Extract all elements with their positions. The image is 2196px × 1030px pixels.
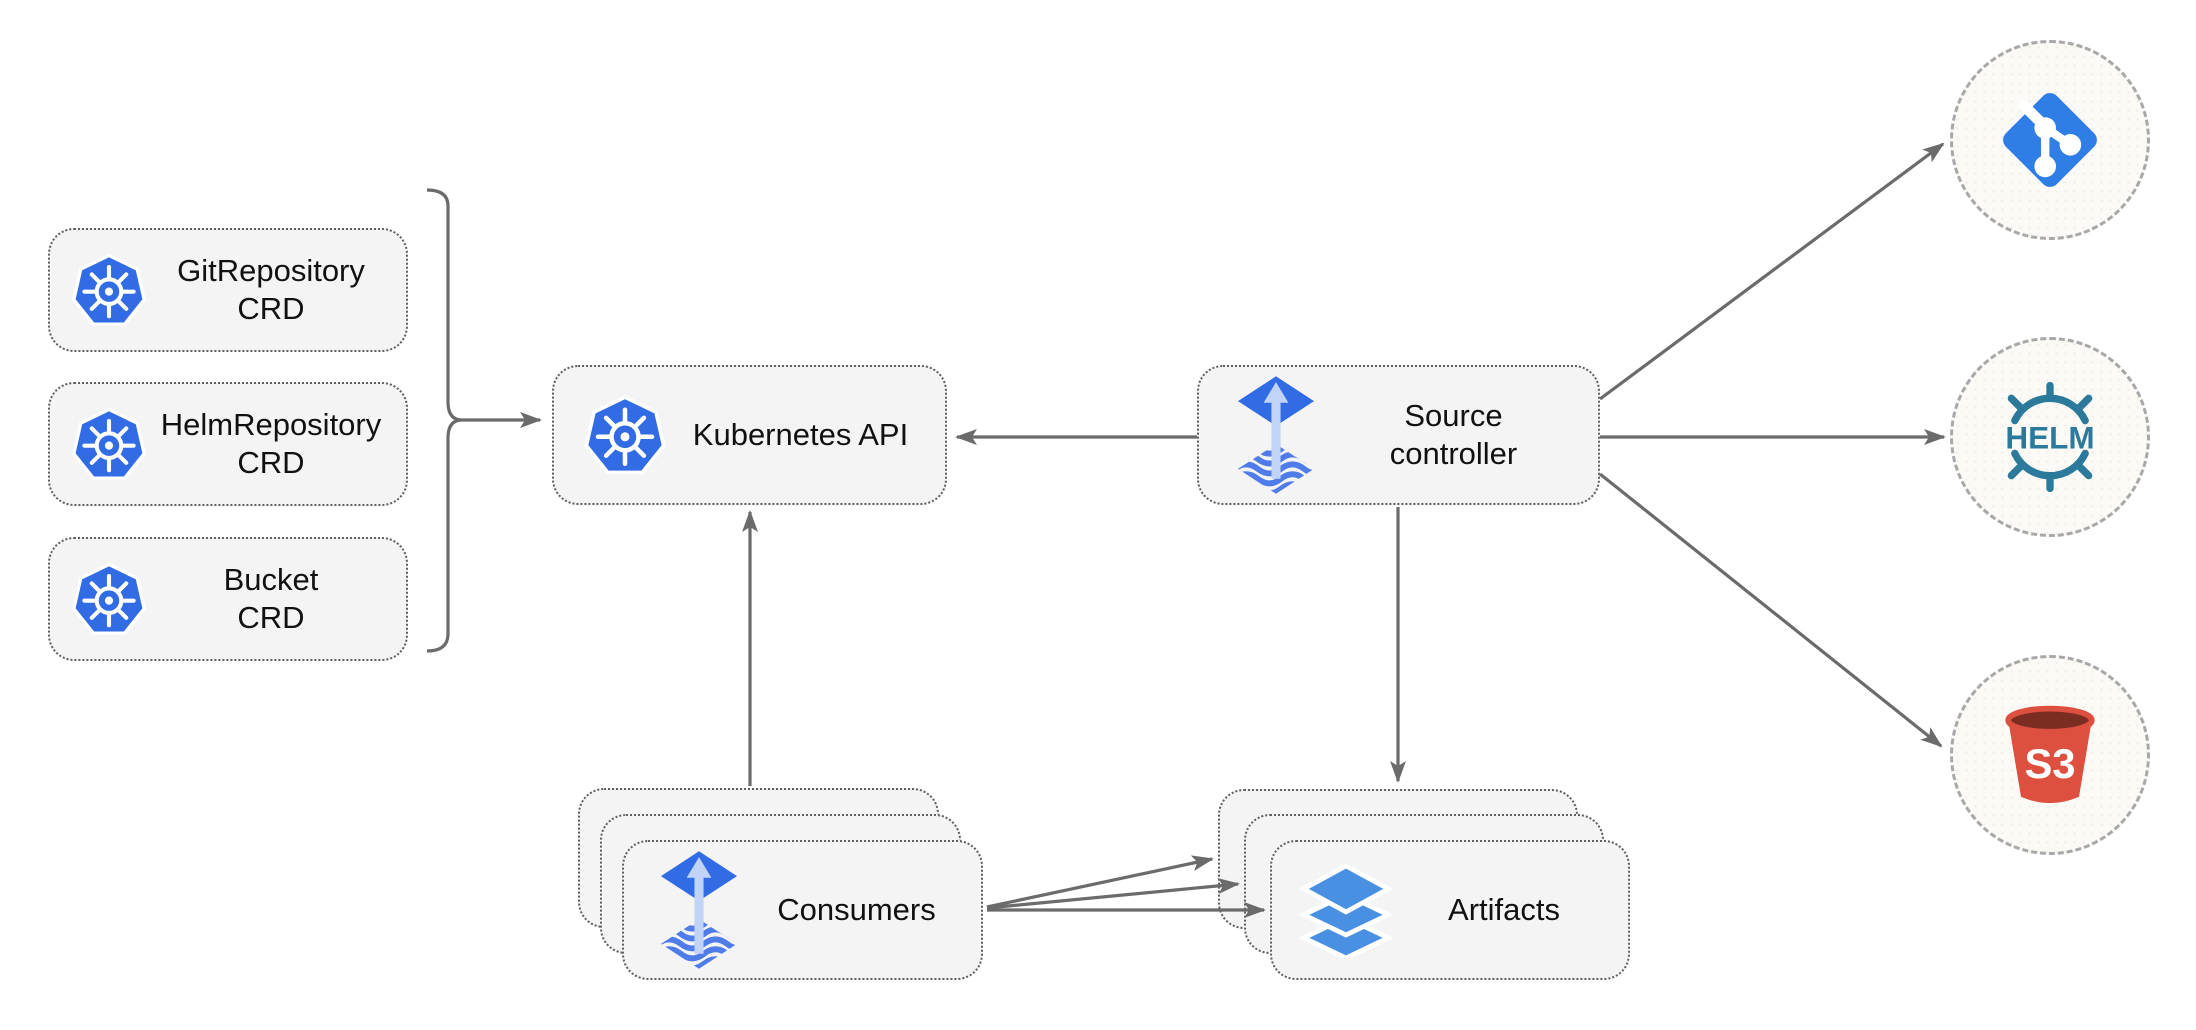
- s3-bucket-icon: S3: [1992, 697, 2108, 813]
- helmrepository-crd-box: HelmRepository CRD: [48, 382, 408, 506]
- arrow-consumers-to-artifacts-back: [986, 855, 1214, 909]
- git-icon: [1990, 80, 2110, 200]
- source-controller-label: Source controller: [1389, 398, 1518, 471]
- flux-icon: [652, 848, 746, 972]
- kubernetes-icon: [68, 249, 150, 331]
- svg-text:HELM: HELM: [2005, 420, 2094, 456]
- arrow-source-to-git: [1599, 142, 1945, 401]
- git-source-circle: [1950, 40, 2150, 240]
- helm-source-circle: HELM: [1950, 337, 2150, 537]
- consumers-box: Consumers: [622, 840, 983, 980]
- artifacts-label: Artifacts: [1448, 892, 1560, 928]
- artifacts-box: Artifacts: [1270, 840, 1630, 980]
- kubernetes-icon: [68, 403, 150, 485]
- helmrepository-crd-label: HelmRepository CRD: [160, 407, 382, 480]
- bucket-crd-box: Bucket CRD: [48, 537, 408, 661]
- svg-text:S3: S3: [2024, 740, 2075, 787]
- kubernetes-api-label: Kubernetes API: [692, 417, 909, 453]
- gitrepository-crd-label: GitRepository CRD: [177, 253, 365, 326]
- arrow-source-to-s3: [1599, 472, 1943, 748]
- source-controller-box: Source controller: [1197, 365, 1600, 505]
- layers-icon: [1298, 862, 1394, 958]
- gitrepository-crd-box: GitRepository CRD: [48, 228, 408, 352]
- helm-icon: HELM: [1987, 382, 2113, 492]
- kubernetes-api-box: Kubernetes API: [552, 365, 947, 505]
- kubernetes-icon: [580, 390, 670, 480]
- consumers-label: Consumers: [777, 892, 936, 928]
- bucket-crd-label: Bucket CRD: [223, 562, 319, 635]
- crd-group-bracket: [426, 188, 463, 653]
- flux-icon: [1229, 373, 1323, 497]
- arrow-consumers-to-artifacts-middle: [986, 877, 1240, 910]
- kubernetes-icon: [68, 558, 150, 640]
- s3-source-circle: S3: [1950, 655, 2150, 855]
